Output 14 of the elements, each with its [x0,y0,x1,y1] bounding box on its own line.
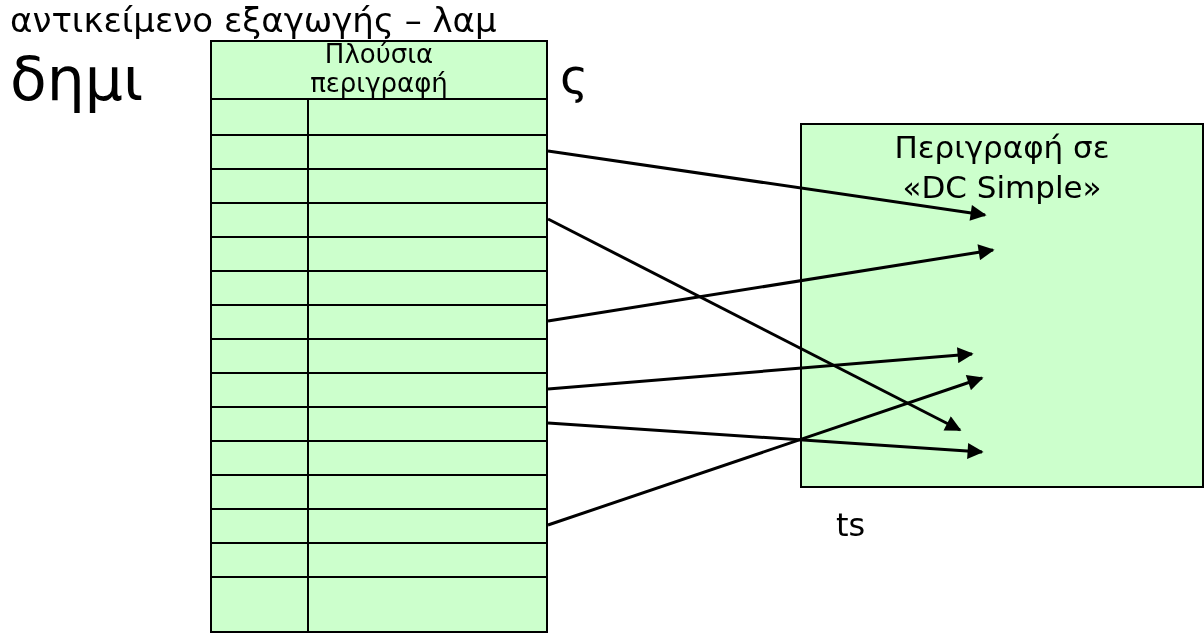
slide-text: αντικείμενο εξαγωγής – λαμ [10,0,497,40]
arrow [547,347,974,391]
slide-text: ς [560,48,589,104]
box-heading: Περιγραφή σε «DC Simple» [893,128,1111,207]
arrow [547,217,962,432]
table-heading: Πλούσια περιγραφή [309,40,449,98]
arrow [547,244,995,323]
description-box [800,123,1204,488]
table-box [210,40,548,633]
arrow [547,149,987,221]
slide-text: ts [836,505,866,545]
arrow [547,375,984,527]
arrow [547,421,984,459]
slide-text: δημι [10,44,144,114]
